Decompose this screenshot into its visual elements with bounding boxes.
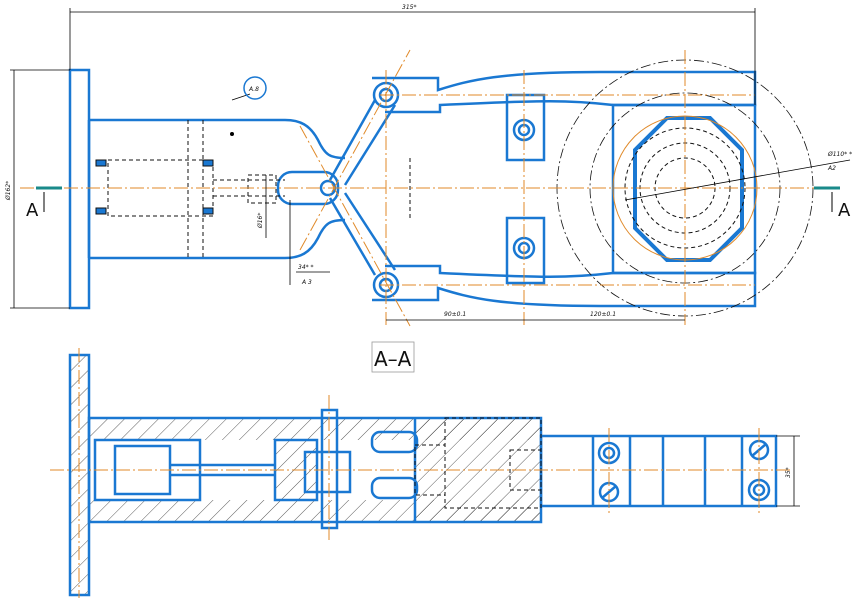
section-title-box [371, 341, 415, 373]
overall-width-label: 315* [402, 4, 416, 11]
section-marker-left: A [26, 200, 39, 221]
distance-left-label: 90±0.1 [444, 311, 466, 318]
hidden-lines-top [107, 120, 746, 258]
upper-pivot-block [505, 93, 546, 162]
section-title: A–A [374, 347, 412, 371]
flange-height-label: Ø162* [5, 181, 12, 201]
link-block [303, 450, 352, 494]
flange [68, 68, 91, 310]
balloon-circle [243, 76, 267, 100]
centerlines-top [20, 49, 840, 327]
section-screws [597, 439, 771, 503]
jaw-thickness-label: 35* [785, 467, 792, 478]
balloon-label: A.8 [248, 86, 259, 93]
cylinder-bolts [95, 159, 214, 215]
section-marker-right: A [838, 200, 851, 221]
lower-pivot-block [505, 216, 546, 285]
jaw-block [611, 103, 757, 275]
rod-offset-label: 34* * [298, 264, 314, 271]
bore-diameter-label: Ø110* * [827, 151, 852, 158]
jaw-prism [633, 116, 744, 262]
upper-link [328, 99, 397, 186]
lower-link [328, 192, 397, 276]
centerlines-section [50, 348, 790, 598]
rod-offset-sub-label: A 3 [301, 279, 312, 286]
bore-note-label: A2 [827, 165, 836, 172]
top-view [68, 68, 757, 310]
clevis [370, 430, 419, 454]
section-markers [36, 186, 840, 212]
distance-right-label: 120±0.1 [590, 311, 616, 318]
rod-width-label: Ø16* [257, 213, 264, 229]
section-dimension [776, 435, 800, 507]
dimensions-top [10, 8, 851, 321]
cylinder-body [89, 118, 346, 260]
